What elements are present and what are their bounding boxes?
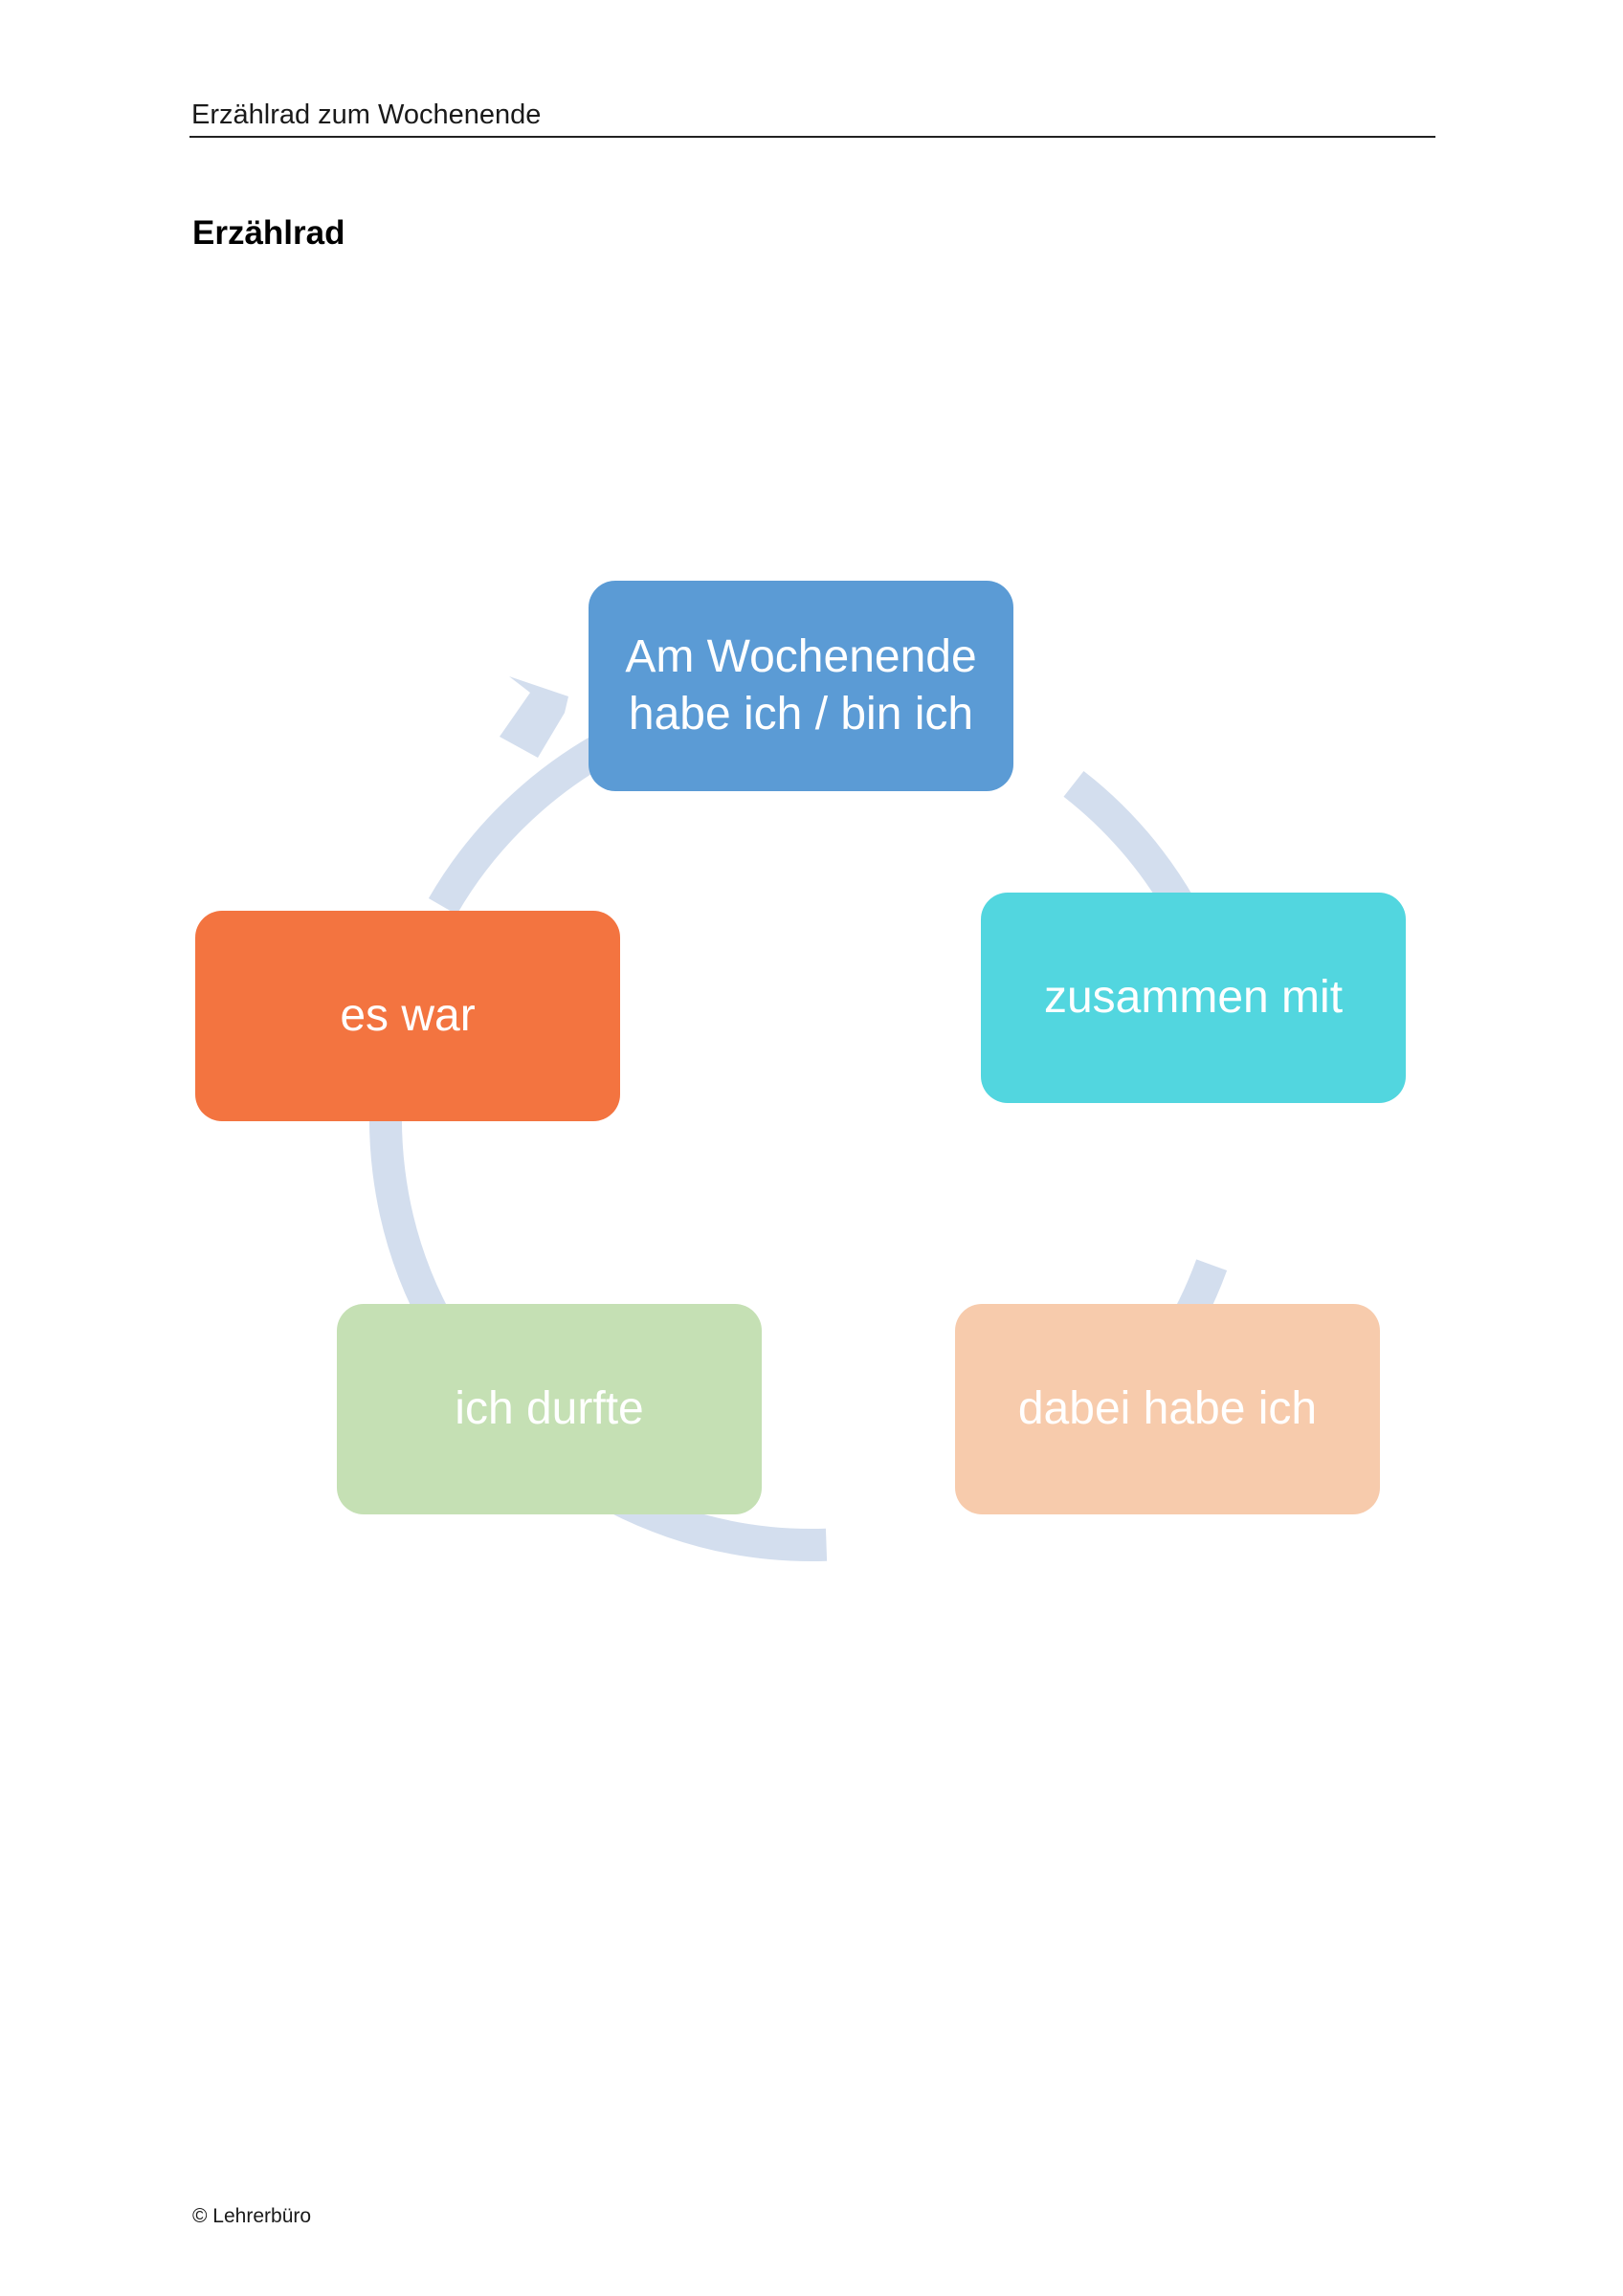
cycle-node-5-label: es war bbox=[340, 990, 476, 1041]
header-rule bbox=[189, 136, 1435, 138]
cycle-node-1: Am Wochenende habe ich / bin ich bbox=[589, 581, 1013, 791]
cycle-node-2-label: zusammen mit bbox=[1043, 972, 1344, 1023]
running-header: Erzählrad zum Wochenende bbox=[191, 99, 542, 130]
cycle-node-5: es war bbox=[195, 911, 620, 1121]
cycle-node-3: dabei habe ich bbox=[955, 1304, 1380, 1514]
cycle-node-3-label: dabei habe ich bbox=[1017, 1383, 1318, 1434]
cycle-node-4-label: ich durfte bbox=[455, 1383, 644, 1434]
cycle-node-1-label: Am Wochenende habe ich / bin ich bbox=[625, 631, 977, 740]
copyright-footer: © Lehrerbüro bbox=[192, 2205, 312, 2227]
page-title: Erzählrad bbox=[192, 214, 345, 252]
cycle-node-2: zusammen mit bbox=[981, 893, 1406, 1103]
cycle-node-4: ich durfte bbox=[337, 1304, 762, 1514]
cycle-arrowhead-icon bbox=[500, 676, 568, 758]
